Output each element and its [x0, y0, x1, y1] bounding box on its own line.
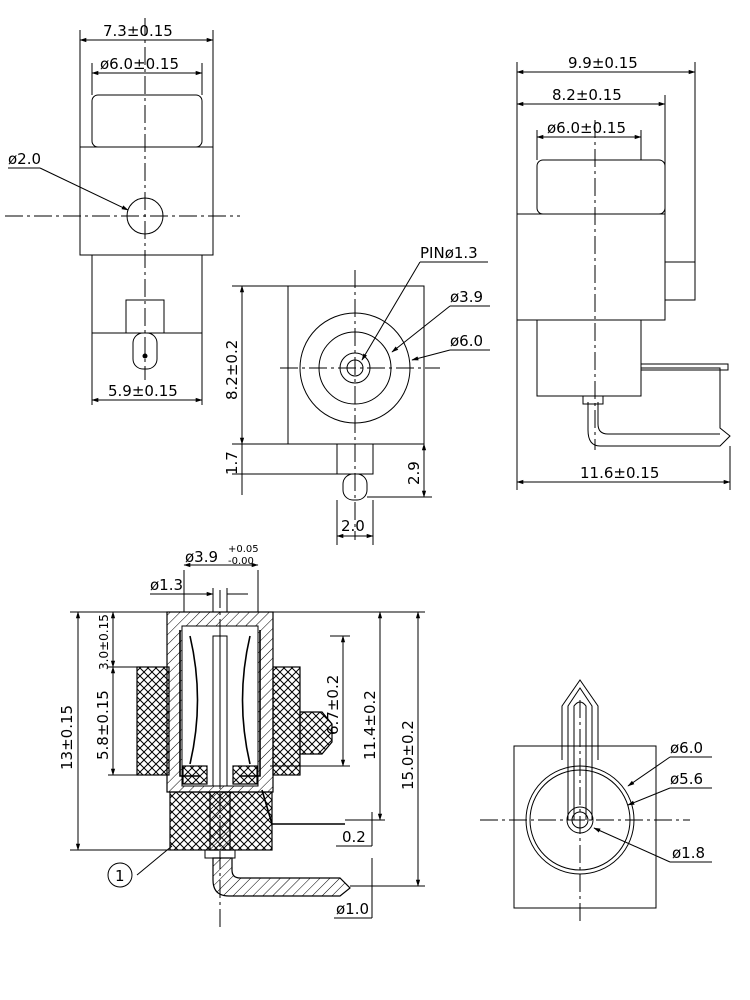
dim-bottom-outer-dia: ø6.0 [670, 739, 703, 757]
dim-ring-dia: ø3.9 [450, 288, 483, 306]
dim-sec-mid-height: 5.8±0.15 [94, 690, 112, 760]
dim-sec-pin-dia: ø1.3 [150, 576, 183, 594]
dim-top-inner-dia: ø6.0±0.15 [100, 55, 179, 73]
dim-sec-pin-height: 11.4±0.2 [361, 690, 379, 760]
dim-sec-spring: 6.7±0.2 [324, 675, 342, 735]
dim-top-width: 7.3±0.15 [103, 22, 173, 40]
dim-front-height: 8.2±0.2 [223, 340, 241, 400]
dim-side-mid-width: 8.2±0.15 [552, 86, 622, 104]
dim-side-total: 11.6±0.15 [580, 464, 659, 482]
dim-side-width: 9.9±0.15 [568, 54, 638, 72]
top-view [5, 18, 240, 405]
dim-lead-width: 2.0 [341, 517, 365, 535]
dim-bottom-width: 5.9±0.15 [108, 382, 178, 400]
dim-sec-top-height: 3.0±0.15 [97, 614, 111, 670]
dim-bottom-mid-dia: ø5.6 [670, 770, 703, 788]
section-view [70, 562, 425, 930]
dim-hole-dia: ø2.0 [8, 150, 41, 168]
dim-sec-gap: 0.2 [342, 828, 366, 846]
front-view [232, 261, 490, 545]
side-view [516, 62, 731, 490]
dim-sec-ring-dia: ø3.9 [185, 548, 218, 566]
dim-sec-total: 15.0±0.2 [399, 720, 417, 790]
dim-sec-wire-dia: ø1.0 [336, 900, 369, 918]
dim-sec-height: 13±0.15 [58, 705, 76, 770]
dim-bottom-pin-dia: ø1.8 [672, 844, 705, 862]
dim-front-outer-dia: ø6.0 [450, 332, 483, 350]
dim-sec-ring-tol-lower: -0.00 [228, 556, 254, 567]
dim-lead-total: 2.9 [405, 461, 423, 485]
dim-side-inner-dia: ø6.0±0.15 [547, 119, 626, 137]
dim-sec-ring-tol-upper: +0.05 [228, 544, 259, 555]
dim-lead-length: 1.7 [223, 451, 241, 475]
dim-pin-dia: PINø1.3 [420, 244, 478, 262]
part-callout: 1 [115, 867, 125, 885]
bottom-view [480, 679, 712, 925]
